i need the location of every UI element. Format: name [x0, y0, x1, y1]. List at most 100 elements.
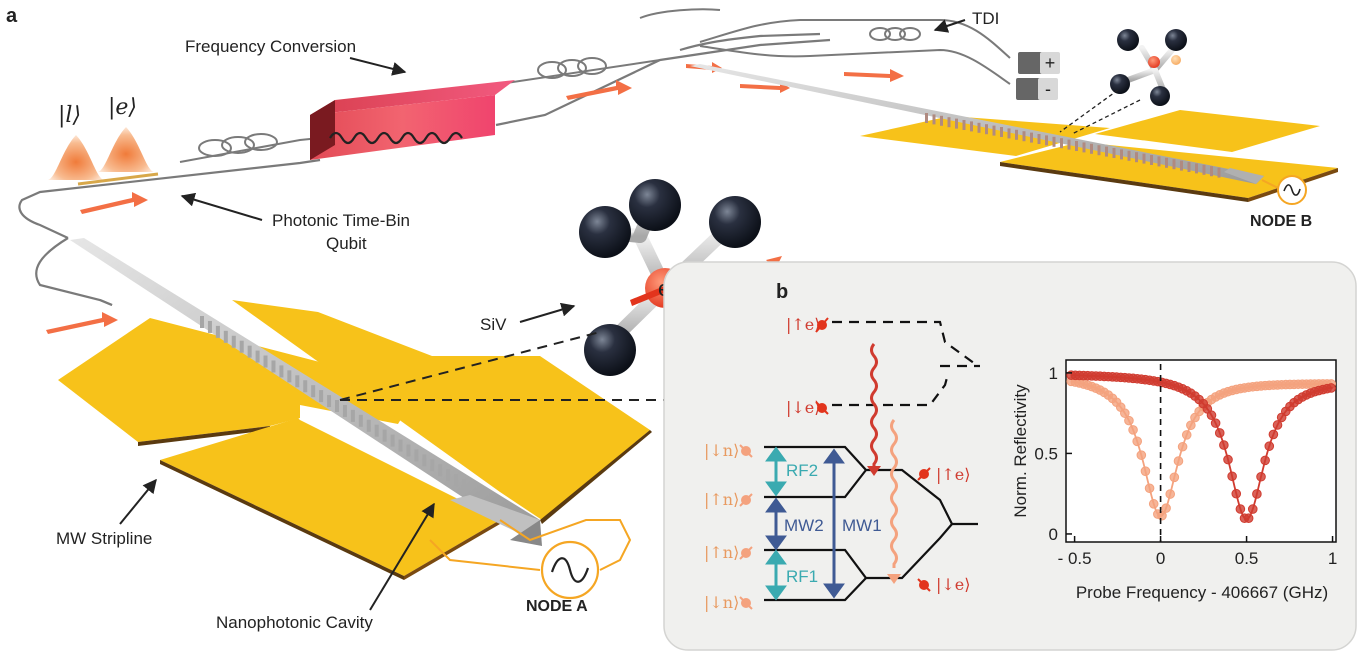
cavity-tooth	[925, 113, 928, 123]
cavity-tooth	[1052, 136, 1056, 147]
chart-y-tick-label: 0.5	[1034, 444, 1058, 463]
photonic-qubit-label-line1: Photonic Time-Bin	[272, 211, 410, 230]
siv-molecule-small	[1110, 29, 1187, 106]
rf2-label: RF2	[786, 461, 818, 480]
frequency-conversion-label: Frequency Conversion	[185, 37, 356, 56]
cavity-tooth	[231, 335, 236, 348]
cavity-tooth	[1202, 164, 1206, 175]
cavity-tooth	[295, 375, 300, 388]
frequency-conversion-crystal	[310, 80, 515, 160]
level-up-n-2: |↑n⟩	[704, 490, 739, 509]
cavity-tooth	[1007, 128, 1011, 139]
cavity-teeth-node-b	[925, 113, 1221, 178]
cavity-tooth	[1180, 160, 1183, 171]
svg-text:-: -	[1045, 79, 1051, 99]
cavity-tooth	[247, 345, 252, 358]
cavity-tooth	[390, 434, 395, 447]
chart-plot-area	[1065, 359, 1337, 543]
cavity-tooth	[1105, 146, 1108, 157]
frequency-conversion-arrow	[349, 57, 407, 76]
optical-transition-dark	[870, 343, 878, 468]
cavity-tooth	[1015, 129, 1018, 140]
cavity-tooth	[366, 419, 371, 432]
cavity-tooth	[940, 115, 943, 126]
fiber-loops-left	[179, 133, 321, 163]
cavity-tooth	[1060, 138, 1063, 149]
cavity-tooth	[1045, 135, 1048, 146]
cavity-tooth	[1172, 159, 1176, 170]
cavity-tooth	[200, 316, 204, 328]
mw1-arrow	[823, 448, 845, 599]
cavity-tooth	[398, 439, 403, 452]
tdi-arrow	[933, 19, 966, 33]
cavity-tooth	[1075, 141, 1078, 151]
cavity-tooth	[1030, 132, 1033, 143]
zoom-lines-node-b	[1059, 89, 1141, 135]
photonic-qubit-arrow	[180, 192, 263, 221]
cavity-tooth	[462, 479, 467, 492]
rf1-arrow	[765, 549, 787, 601]
level-down-e-excited: |↓e⟩	[786, 398, 821, 417]
panel-b-background	[663, 261, 1357, 651]
svg-text:+: +	[1045, 53, 1056, 73]
nanophotonic-cavity-label: Nanophotonic Cavity	[216, 613, 373, 632]
fiber-gold-segment	[77, 172, 159, 186]
rf2-arrow	[765, 446, 787, 497]
optical-transition-light	[890, 419, 898, 568]
cavity-tooth	[287, 370, 292, 383]
cavity-tooth	[947, 117, 951, 128]
microwave-source-node-b	[1261, 175, 1307, 205]
cavity-tooth	[962, 120, 966, 130]
node-a-label: NODE A	[526, 598, 588, 615]
optical-transition-light-head	[887, 574, 901, 584]
cavity-tooth	[1210, 166, 1213, 177]
level-down-e-ground: |↓e⟩	[936, 575, 971, 594]
cavity-tooth	[1112, 148, 1116, 158]
cavity-tooth	[1142, 153, 1146, 164]
cavity-teeth-node-a	[200, 316, 467, 492]
cavity-tooth	[382, 429, 387, 442]
cavity-tooth	[1022, 131, 1026, 142]
chart-fit-line	[1071, 374, 1333, 521]
level-up-n-3: |↑n⟩	[704, 543, 739, 562]
chart-x-tick-label: 1	[1328, 549, 1337, 568]
chart-x-tick-label: 0	[1156, 549, 1165, 568]
cavity-tooth	[350, 409, 355, 422]
cavity-tooth	[1195, 163, 1198, 174]
level-up-e-ground: |↑e⟩	[936, 465, 971, 484]
cavity-tooth	[414, 449, 419, 462]
cavity-tooth	[303, 380, 308, 393]
cavity-tooth	[1082, 142, 1086, 153]
panel-a-label: a	[6, 5, 18, 27]
cavity-tooth	[955, 118, 958, 129]
cavity-tooth	[342, 404, 347, 417]
mw2-arrow	[765, 497, 787, 551]
cavity-tooth	[374, 424, 379, 437]
fiber-loops-middle	[499, 57, 661, 85]
cavity-tooth	[215, 325, 220, 338]
cavity-tooth	[1135, 152, 1138, 163]
mw-stripline-node-b	[860, 110, 1338, 202]
chart-y-axis-label: Norm. Reflectivity	[1011, 384, 1030, 518]
mw1-label: MW1	[842, 516, 882, 535]
cavity-tooth	[1097, 145, 1101, 156]
cavity-tooth	[1067, 139, 1071, 150]
cavity-tooth	[271, 360, 276, 373]
chart-x-tick-label: 0.5	[1235, 549, 1259, 568]
cavity-tooth	[1187, 162, 1191, 172]
cavity-tooth	[1150, 155, 1153, 165]
cavity-tooth	[977, 122, 981, 133]
cavity-tooth	[1157, 156, 1161, 167]
cavity-tooth	[327, 395, 332, 408]
tdi-interferometer	[639, 8, 1011, 85]
cavity-tooth	[985, 124, 988, 135]
chart-x-tick-label: - 0.5	[1058, 549, 1092, 568]
cavity-tooth	[970, 121, 973, 132]
mw-stripline-arrow	[119, 478, 157, 525]
cavity-tooth	[932, 114, 936, 125]
optical-transition-dark-head	[867, 466, 881, 476]
node-b-label: NODE B	[1250, 213, 1312, 230]
cavity-tooth	[335, 400, 339, 412]
siv-arrow	[519, 302, 576, 323]
